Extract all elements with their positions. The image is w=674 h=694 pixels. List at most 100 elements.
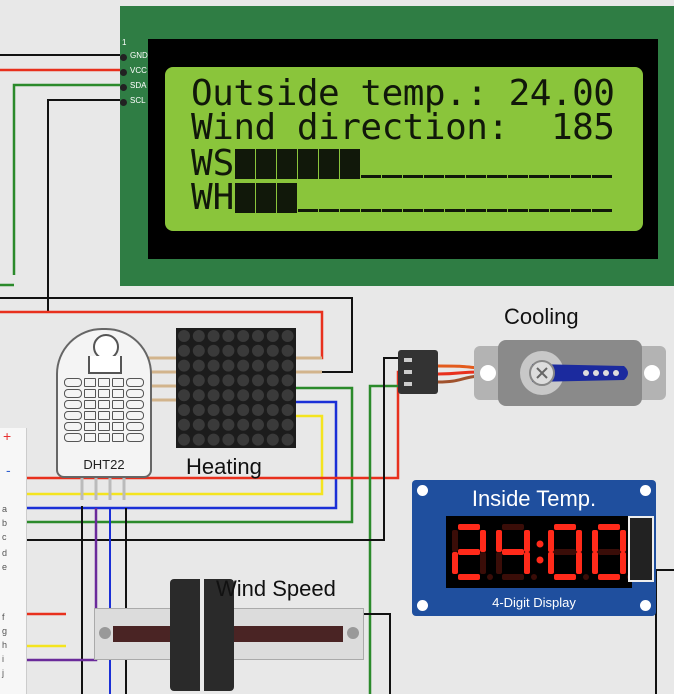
seven-segment-bar (592, 552, 598, 574)
led-matrix-dot (266, 344, 279, 357)
seven-segment-bar (458, 549, 480, 555)
cooling-label: Cooling (504, 304, 579, 329)
led-matrix-dot (237, 344, 250, 357)
dht-grille-slot (98, 411, 110, 420)
lcd-pin-sda[interactable]: SDA (120, 80, 150, 95)
lcd-bar-cell (550, 175, 570, 178)
led-matrix-dot (266, 418, 279, 431)
seven-segment-bar (548, 552, 554, 574)
seven-segment-bar (496, 530, 502, 552)
lcd-row-outside-temp: Outside temp.: 24.00 (191, 73, 615, 114)
lcd-bar-cell (529, 175, 549, 178)
dht-grille-slot (126, 411, 144, 420)
led-matrix-dot (252, 433, 264, 446)
lcd-bar-cell (466, 175, 486, 178)
dht-grille-slot (112, 433, 124, 442)
lcd-bar-cell (256, 183, 276, 213)
lcd-bar-cell (508, 209, 528, 212)
led-matrix-dot (281, 404, 294, 416)
lcd-bar-cell (340, 149, 360, 179)
lcd-pin-vcc[interactable]: VCC (120, 65, 150, 80)
led-matrix-dot (252, 330, 264, 342)
lcd-bar-cell (340, 209, 360, 212)
led-matrix-dot (237, 330, 250, 342)
lcd-bar-cell (319, 209, 339, 212)
led-matrix-dot (178, 344, 190, 357)
servo-horn-icon (534, 365, 535, 366)
lcd-bar-cell (235, 183, 255, 213)
dht-grille-slot (98, 422, 110, 431)
lcd-bar-cell (445, 209, 465, 212)
seven-segment-bar (496, 552, 502, 574)
lcd-bar-cell (256, 149, 276, 179)
led-matrix-dot (237, 433, 250, 446)
servo-connector[interactable] (398, 350, 438, 394)
breadboard-minus: - (6, 462, 11, 478)
seven-segment-bar (480, 552, 486, 574)
wind-speed-label: Wind Speed (216, 576, 336, 601)
dht-grille-slot (126, 389, 144, 398)
breadboard-row-letter: h (2, 640, 8, 650)
seven-segment-bar (598, 574, 620, 580)
led-matrix-dots (178, 330, 294, 446)
lcd-bar-cell (382, 209, 402, 212)
lcd-pin-gnd[interactable]: GND (120, 50, 150, 65)
dht-grille (64, 378, 144, 446)
seven-segment-dp (531, 574, 537, 580)
dht-grille-slot (98, 389, 110, 398)
lcd-bar-cell (529, 209, 549, 212)
seven-segment-colon (536, 540, 544, 548)
lcd-pin-scl[interactable]: SCL (120, 95, 150, 110)
dht-grille-slot (126, 422, 144, 431)
seven-segment-bar (554, 549, 576, 555)
breadboard-plus: + (3, 428, 12, 444)
slider-knob[interactable] (170, 579, 234, 691)
seven-segment-module[interactable]: Inside Temp. 4-Digit Display (412, 480, 656, 616)
led-matrix-dot (178, 359, 190, 372)
dht-grille-slot (84, 433, 96, 442)
lcd-bar-cell (550, 209, 570, 212)
led-matrix-dot (207, 374, 220, 387)
led-matrix-dot (266, 389, 279, 402)
seven-segment-bar (452, 552, 458, 574)
led-matrix-dot (252, 389, 264, 402)
seven-segment-bar (576, 552, 582, 574)
breadboard-row-letter: g (2, 626, 8, 636)
lcd-bar-cell (298, 209, 318, 212)
seven-segment-bar (480, 530, 486, 552)
lcd-bar-ws-label: WS (191, 143, 235, 184)
led-matrix-dot (252, 374, 264, 387)
dht-grille-slot (112, 422, 124, 431)
led-matrix-dot (192, 330, 205, 342)
seven-segment-header[interactable] (628, 516, 654, 582)
dht-grille-slot (126, 400, 144, 409)
lcd-bar-cell (466, 209, 486, 212)
led-matrix-dot (192, 359, 205, 372)
seven-segment-dp (583, 574, 589, 580)
led-matrix-dot (281, 374, 294, 387)
seven-segment-bar (502, 549, 524, 555)
led-matrix[interactable] (176, 328, 296, 448)
led-matrix-dot (237, 418, 250, 431)
breadboard-row-letter: i (2, 654, 4, 664)
dht-grille-slot (64, 378, 82, 387)
lcd-bar-wh-label: WH (191, 177, 235, 218)
led-matrix-dot (178, 433, 190, 446)
led-matrix-dot (237, 359, 250, 372)
wind-speed-slider[interactable] (94, 579, 364, 691)
led-matrix-dot (266, 404, 279, 416)
led-matrix-dot (207, 389, 220, 402)
lcd-bar-cell (277, 183, 297, 213)
lcd-bar-cell (571, 209, 591, 212)
dht-grille-slot (126, 433, 144, 442)
led-matrix-dot (222, 404, 235, 416)
slider-screw-right (347, 627, 359, 639)
dht-grille-slot (112, 411, 124, 420)
lcd-bar-cell (235, 149, 255, 179)
dht-grille-slot (98, 400, 110, 409)
servo-motor[interactable] (474, 340, 666, 406)
dht-grille-slot (64, 400, 82, 409)
dht22-sensor[interactable]: DHT22 (56, 328, 152, 478)
seven-segment-glyphs (452, 524, 633, 580)
